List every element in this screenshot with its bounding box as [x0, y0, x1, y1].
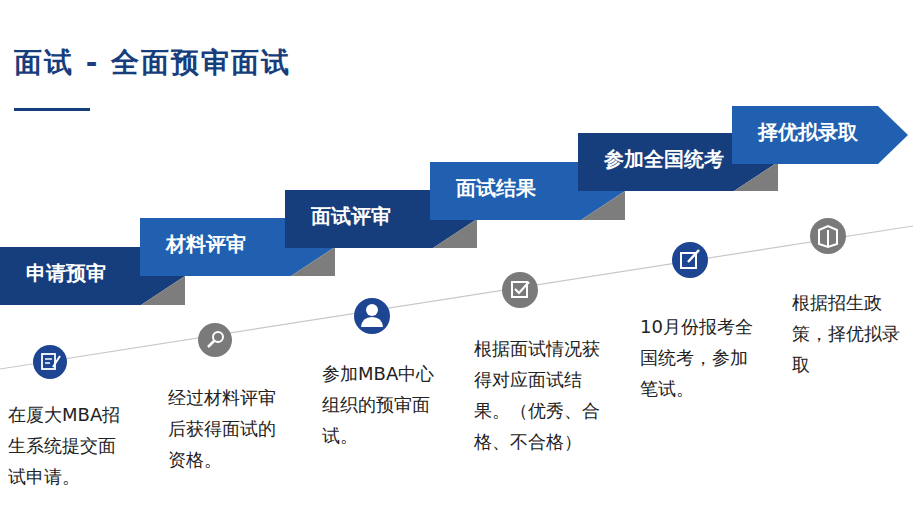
band-fill: [732, 106, 908, 164]
band-fold: [433, 219, 477, 248]
step-description: 在厦大MBA招生系统提交面试申请。: [8, 399, 122, 492]
step-icon: [810, 218, 846, 254]
step-band: 择优拟录取: [732, 106, 908, 164]
band-fold: [734, 162, 778, 191]
step-title: 申请预审: [26, 260, 106, 287]
step-description: 参加MBA中心组织的预审面试。: [322, 358, 436, 451]
step-title: 面试结果: [456, 175, 536, 202]
page-title: 面试 - 全面预审面试: [14, 44, 291, 82]
title-underline: [14, 108, 90, 111]
step-description: 根据招生政策，择优拟录取: [792, 287, 904, 380]
band-fold: [141, 276, 185, 305]
band-fold: [291, 247, 335, 276]
step-description: 根据面试情况获得对应面试结果。（优秀、合格、不合格）: [474, 333, 608, 457]
step-icon: [354, 298, 390, 334]
step-icon: [198, 323, 232, 357]
step-title: 择优拟录取: [758, 119, 858, 146]
step-title: 材料评审: [166, 231, 246, 258]
step-title: 参加全国统考: [604, 146, 724, 173]
step-title: 面试评审: [311, 203, 391, 230]
step-icon: [502, 272, 538, 308]
step-description: 经过材料评审后获得面试的资格。: [168, 382, 282, 475]
step-icon: [33, 345, 67, 379]
step-description: 10月份报考全国统考，参加笔试。: [640, 311, 758, 404]
band-fold: [581, 191, 625, 220]
step-icon: [672, 242, 708, 278]
